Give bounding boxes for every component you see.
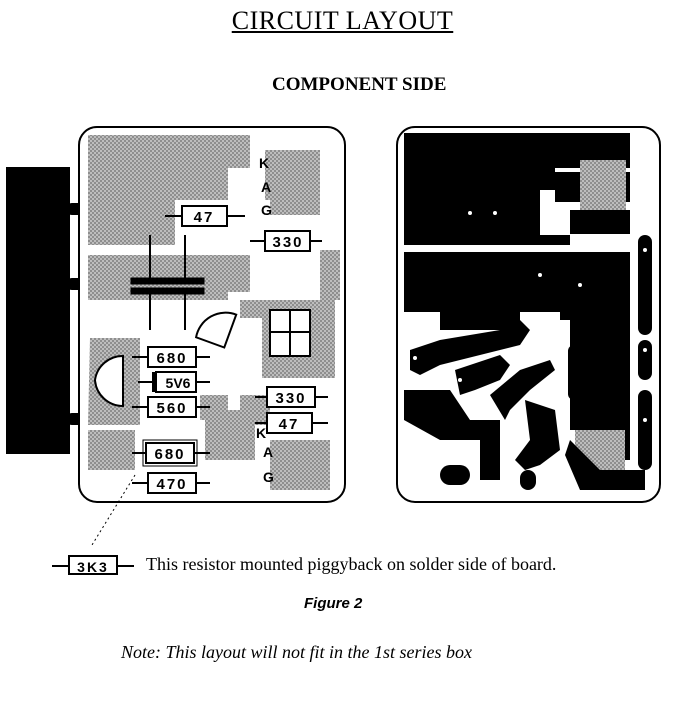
- pin-k-bottom: K: [256, 425, 266, 441]
- leader-line: [91, 474, 136, 546]
- zener-label: 5V6: [166, 375, 191, 391]
- diode-block: [269, 309, 311, 357]
- pin-a-top: A: [261, 179, 271, 195]
- zener-5v6: 5V6: [138, 371, 210, 393]
- heatsink: [6, 167, 70, 454]
- resistor-47-bottom: 47: [255, 412, 328, 434]
- resistor-330-top-label: 330: [272, 234, 303, 251]
- resistor-680-bottom-label: 680: [154, 446, 185, 463]
- resistor-470: 470: [132, 472, 210, 494]
- resistor-470-label: 470: [156, 476, 187, 493]
- transistor-2: [93, 354, 124, 408]
- resistor-47-top-label: 47: [194, 209, 215, 226]
- resistor-330-bottom-label: 330: [275, 390, 306, 407]
- page-title: CIRCUIT LAYOUT: [231, 6, 454, 35]
- resistor-47-bottom-label: 47: [279, 416, 300, 433]
- resistor-47-top: 47: [165, 205, 245, 227]
- resistor-330-bottom: 330: [255, 386, 328, 408]
- pin-a-bottom: A: [263, 444, 273, 460]
- legend-resistor-box: 3K3: [68, 555, 118, 575]
- legend-text: This resistor mounted piggyback on solde…: [146, 554, 557, 574]
- resistor-680-bottom: 680: [132, 439, 210, 467]
- resistor-680-mid-label: 680: [156, 350, 187, 367]
- figure-caption: Figure 2: [304, 595, 363, 612]
- resistor-680-mid: 680: [132, 346, 210, 368]
- resistor-560: 560: [132, 396, 210, 418]
- legend-lead-right: [118, 565, 134, 567]
- pin-g-bottom: G: [263, 469, 274, 485]
- transistor-1: [194, 311, 238, 349]
- resistor-560-label: 560: [156, 400, 187, 417]
- component-side-board: 47 330 680 5V6 560: [78, 126, 346, 546]
- resistor-330-top: 330: [250, 230, 322, 252]
- solder-side-board: [396, 126, 661, 503]
- legend-lead-left: [52, 565, 68, 567]
- note-text: Note: This layout will not fit in the 1s…: [121, 642, 472, 662]
- pin-g-top: G: [261, 202, 272, 218]
- section-subtitle: COMPONENT SIDE: [272, 74, 447, 95]
- pin-k-top: K: [259, 155, 269, 171]
- capacitor-2: [165, 235, 205, 330]
